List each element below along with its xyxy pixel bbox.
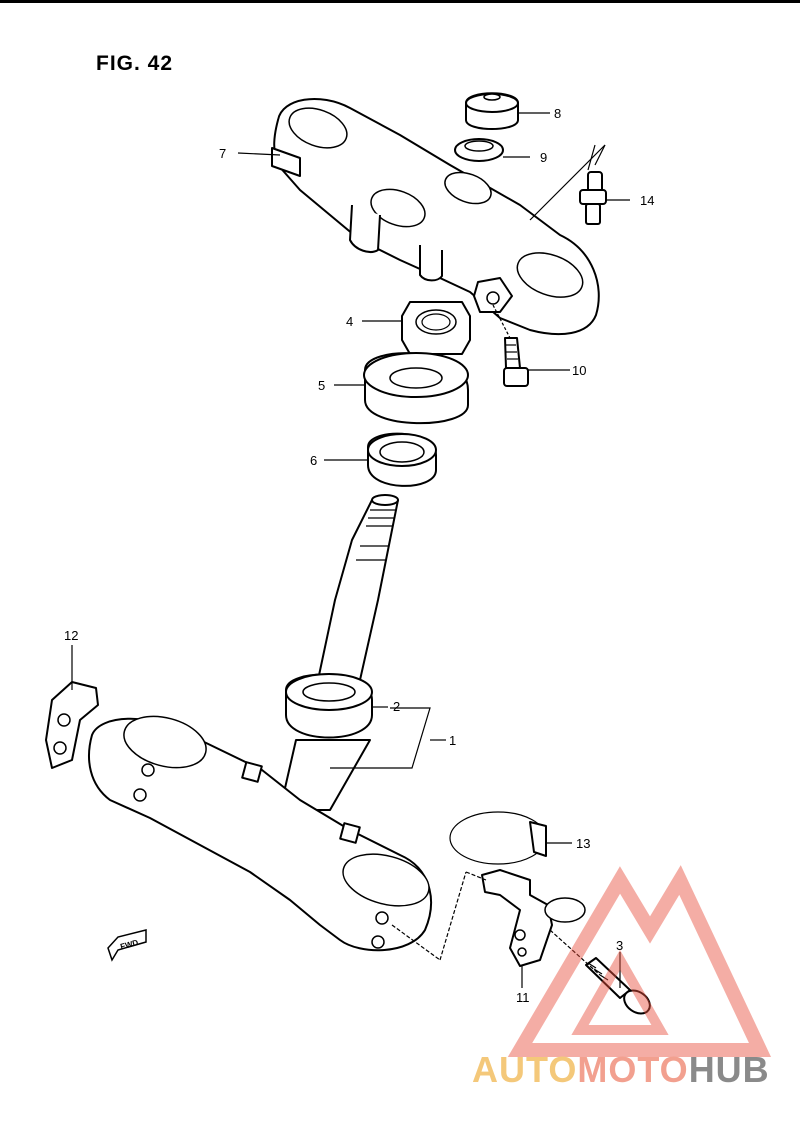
fitting-14 [579,144,607,225]
cap-nut [465,92,519,130]
callout-6: 6 [310,453,317,468]
watermark-moto: MOTO [577,1049,688,1090]
upper-bracket [271,97,600,336]
watermark-text: AUTOMOTOHUB [472,1049,770,1090]
callout-10: 10 [572,363,586,378]
leader-1-bracket [330,707,431,769]
assembly-line-lower [391,924,441,961]
watermark-auto: AUTO [472,1049,577,1090]
washer [454,138,504,162]
bearing [367,432,437,487]
callout-11: 11 [516,990,530,1005]
stem-bearing [285,673,373,739]
callout-14: 14 [640,193,654,208]
bracket-12 [45,681,99,769]
assembly-line-bolt [549,929,601,976]
callout-12: 12 [64,628,78,643]
callout-7: 7 [219,146,226,161]
leader-7 [237,152,281,156]
lock-nut [401,301,471,355]
leader-14-fitting [594,144,606,166]
clamp-ring [449,811,547,865]
bolt-3 [585,957,651,1015]
callout-1: 1 [449,733,456,748]
callout-9: 9 [540,150,547,165]
callout-2: 2 [393,699,400,714]
forward-arrow-icon: FWD [107,929,147,962]
assembly-line-upper [465,871,487,881]
callout-3: 3 [616,938,623,953]
callout-5: 5 [318,378,325,393]
bolt-10 [492,304,529,387]
callout-13: 13 [576,836,590,851]
dust-seal [363,352,469,425]
watermark-logo [507,865,772,1057]
assembly-line-mid [439,871,467,961]
lower-bracket [88,715,433,952]
watermark-hub: HUB [689,1049,770,1090]
steering-stem [279,494,399,811]
callout-4: 4 [346,314,353,329]
callout-8: 8 [554,106,561,121]
page-top-border [0,0,800,3]
figure-title: FIG. 42 [96,52,174,75]
bracket-11 [481,869,586,967]
leader-14-bracket [529,144,606,221]
